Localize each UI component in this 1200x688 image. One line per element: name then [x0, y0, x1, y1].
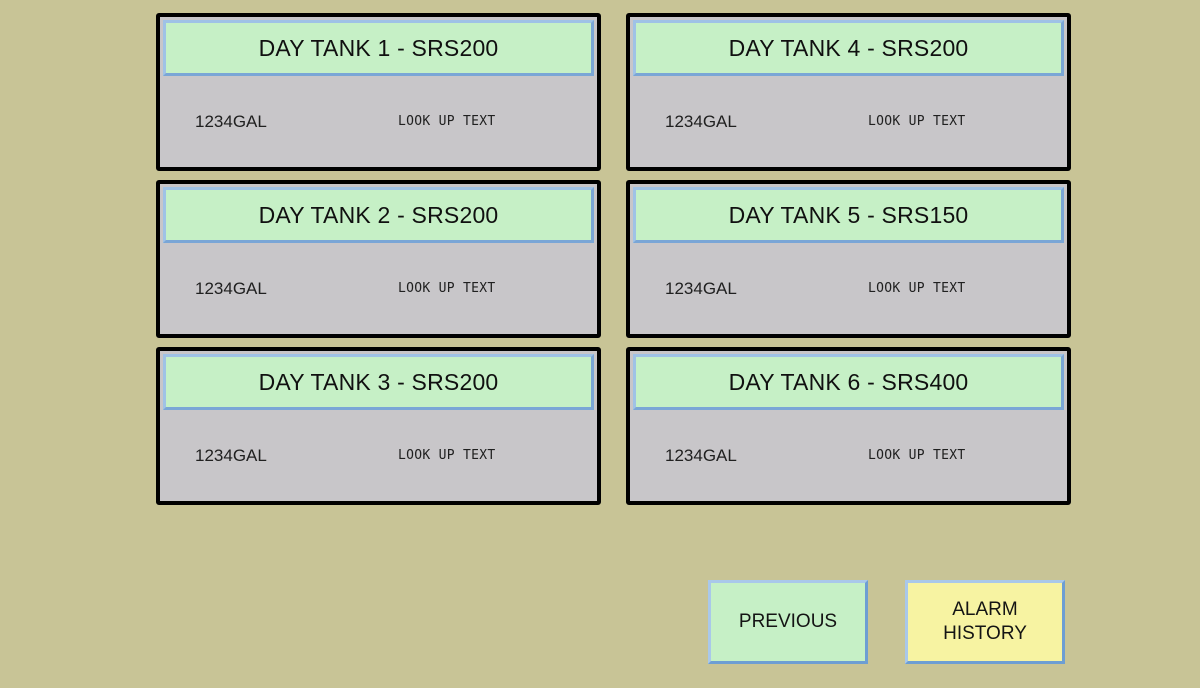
tank-volume-3: 1234GAL [195, 446, 267, 465]
alarm-history-line2: HISTORY [943, 623, 1027, 644]
tank-status-1: LOOK UP TEXT [398, 114, 496, 129]
tank-title-2[interactable]: DAY TANK 2 - SRS200 [163, 187, 594, 243]
alarm-history-label: ALARM HISTORY [943, 598, 1027, 646]
tank-panel-2: DAY TANK 2 - SRS200 1234GAL LOOK UP TEXT [156, 180, 601, 338]
tank-title-4[interactable]: DAY TANK 4 - SRS200 [633, 20, 1064, 76]
tank-title-5[interactable]: DAY TANK 5 - SRS150 [633, 187, 1064, 243]
tank-status-5: LOOK UP TEXT [868, 281, 966, 296]
tank-title-6[interactable]: DAY TANK 6 - SRS400 [633, 354, 1064, 410]
previous-button[interactable]: PREVIOUS [708, 580, 868, 664]
tank-volume-2: 1234GAL [195, 279, 267, 298]
previous-button-label: PREVIOUS [738, 611, 838, 632]
tank-volume-1: 1234GAL [195, 112, 267, 131]
tank-status-4: LOOK UP TEXT [868, 114, 966, 129]
tank-title-1[interactable]: DAY TANK 1 - SRS200 [163, 20, 594, 76]
tank-panel-6: DAY TANK 6 - SRS400 1234GAL LOOK UP TEXT [626, 347, 1071, 505]
tank-status-3: LOOK UP TEXT [398, 448, 496, 463]
alarm-history-button[interactable]: ALARM HISTORY [905, 580, 1065, 664]
tank-panel-1: DAY TANK 1 - SRS200 1234GAL LOOK UP TEXT [156, 13, 601, 171]
tank-panel-4: DAY TANK 4 - SRS200 1234GAL LOOK UP TEXT [626, 13, 1071, 171]
tank-panel-5: DAY TANK 5 - SRS150 1234GAL LOOK UP TEXT [626, 180, 1071, 338]
tank-volume-5: 1234GAL [665, 279, 737, 298]
tank-panel-3: DAY TANK 3 - SRS200 1234GAL LOOK UP TEXT [156, 347, 601, 505]
tank-volume-6: 1234GAL [665, 446, 737, 465]
tank-volume-4: 1234GAL [665, 112, 737, 131]
tank-status-2: LOOK UP TEXT [398, 281, 496, 296]
alarm-history-line1: ALARM [952, 599, 1018, 620]
tank-title-3[interactable]: DAY TANK 3 - SRS200 [163, 354, 594, 410]
tank-status-6: LOOK UP TEXT [868, 448, 966, 463]
